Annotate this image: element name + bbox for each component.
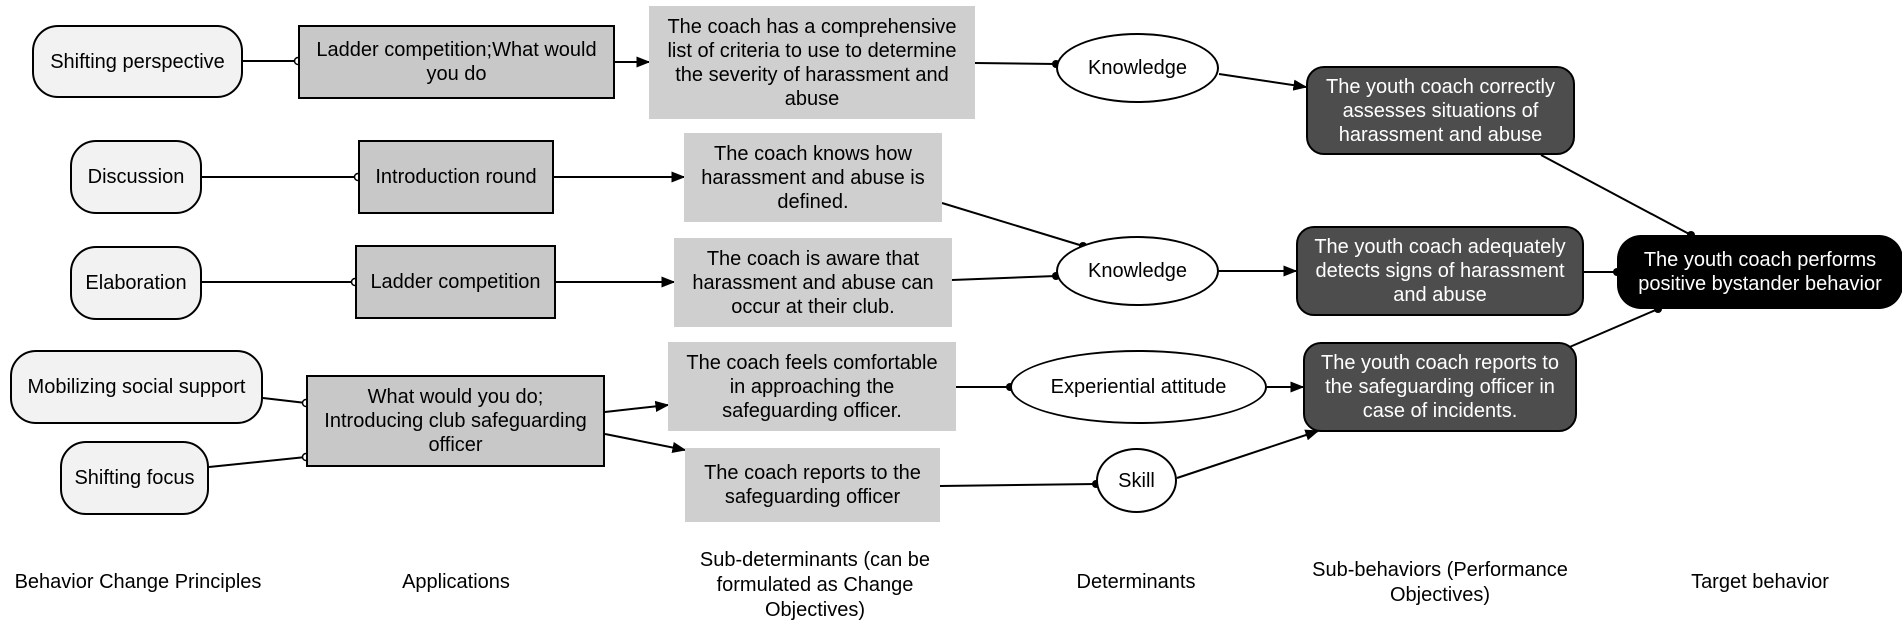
application-introduction-round: Introduction round <box>358 140 554 214</box>
determinant-knowledge-2: Knowledge <box>1056 236 1219 306</box>
edge-reports-to-target <box>1564 305 1662 350</box>
edge-skill-to-reports <box>1176 429 1320 479</box>
subbehavior-adequately-detects: The youth coach adequately detects signs… <box>1296 226 1584 316</box>
column-label-target: Target behavior <box>1691 571 1829 593</box>
edge-awareness-to-knowledge-2 <box>951 272 1060 281</box>
column-label-sub-determinants: Sub-determinants (can be formulated as C… <box>699 549 931 621</box>
subbehavior-reports-incidents: The youth coach reports to the safeguard… <box>1303 342 1577 432</box>
principle-mobilizing-social-support: Mobilizing social support <box>10 350 263 424</box>
edge-knowledge-1-to-assesses <box>1218 73 1308 91</box>
principle-shifting-perspective: Shifting perspective <box>32 25 243 98</box>
edge-shifting-focus-to-safeguarding-app <box>208 452 311 468</box>
subbehavior-correctly-assesses: The youth coach correctly assesses situa… <box>1306 66 1575 155</box>
determinant-knowledge-1: Knowledge <box>1056 33 1219 103</box>
column-label-determinants: Determinants <box>1076 571 1196 593</box>
principle-elaboration: Elaboration <box>70 246 202 320</box>
subdet-criteria-list: The coach has a comprehensive list of cr… <box>649 6 975 119</box>
principle-discussion: Discussion <box>70 140 202 214</box>
column-label-sub-behaviors: Sub-behaviors (Performance Objectives) <box>1312 559 1568 606</box>
edge-reports-to-skill <box>939 480 1100 488</box>
edge-social-support-to-safeguarding-app <box>262 397 311 408</box>
edge-criteria-to-knowledge-1 <box>974 60 1060 68</box>
edge-safeguarding-app-to-reports <box>604 433 687 454</box>
principle-shifting-focus: Shifting focus <box>60 441 209 515</box>
edge-assesses-to-target <box>1540 154 1695 239</box>
edge-safeguarding-app-to-comfortable <box>604 400 670 413</box>
column-label-applications: Applications <box>402 571 510 593</box>
subdet-knows-definition: The coach knows how harassment and abuse… <box>684 133 942 222</box>
subdet-reports-to-officer: The coach reports to the safeguarding of… <box>685 448 940 522</box>
application-ladder-competition: Ladder competition <box>355 245 556 319</box>
target-behavior: The youth coach performs positive bystan… <box>1617 235 1902 309</box>
edge-definition-to-knowledge-2 <box>941 202 1087 250</box>
determinant-skill: Skill <box>1096 448 1177 513</box>
subdet-comfortable-approaching: The coach feels comfortable in approachi… <box>668 342 956 431</box>
application-ladder-competition-what-would-you-do: Ladder competition;What would you do <box>298 25 615 99</box>
column-label-principles: Behavior Change Principles <box>14 571 262 593</box>
determinant-experiential-attitude: Experiential attitude <box>1010 350 1267 424</box>
application-safeguarding-officer: What would you do; Introducing club safe… <box>306 375 605 467</box>
subdet-aware-at-club: The coach is aware that harassment and a… <box>674 238 952 327</box>
